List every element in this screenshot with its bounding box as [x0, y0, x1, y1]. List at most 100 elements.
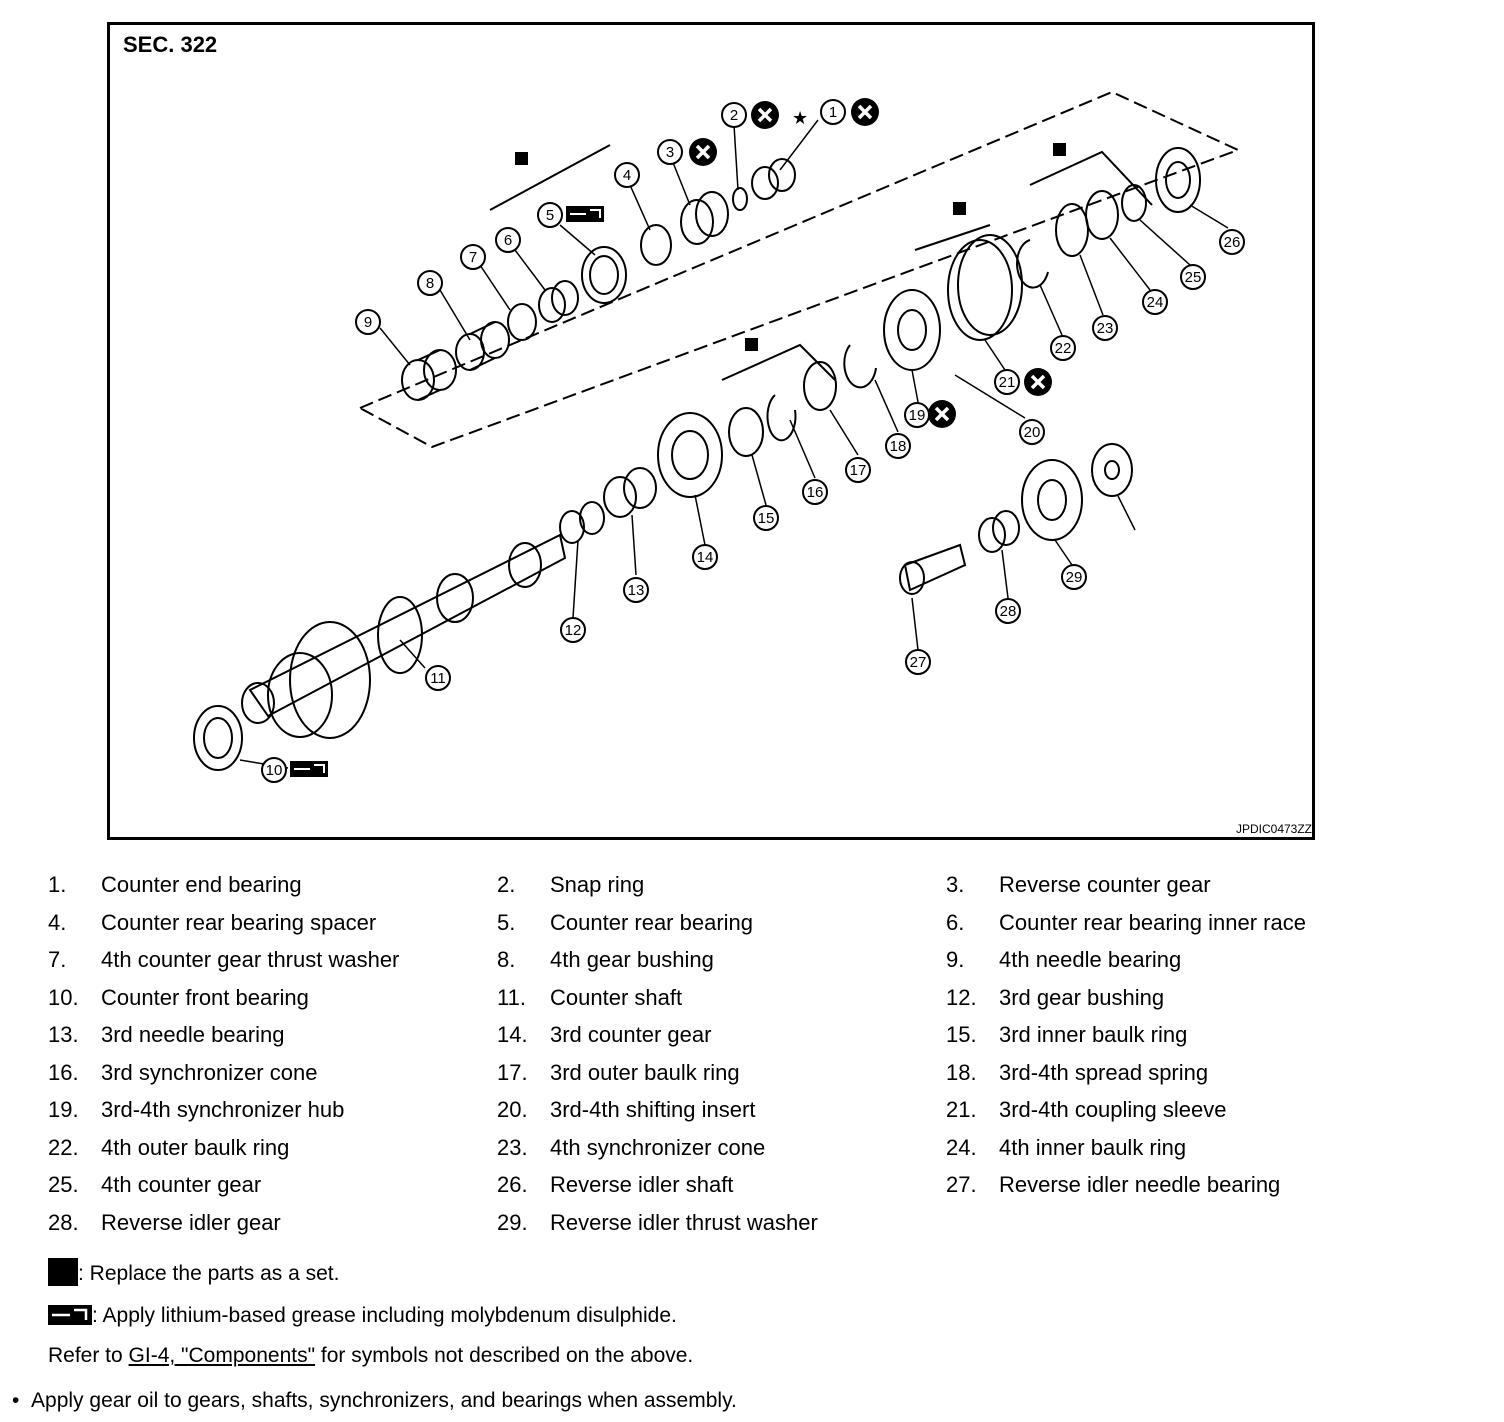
callout-number: 4 — [623, 167, 631, 184]
legend-part-name: 3rd needle bearing — [101, 1022, 285, 1047]
callout-bubble — [1180, 264, 1206, 290]
legend-part-name: Snap ring — [550, 872, 645, 897]
callout-number: 6 — [504, 232, 512, 249]
set-bracket-line — [721, 343, 836, 381]
set-square-icon — [515, 152, 528, 165]
set-square-icon — [953, 202, 966, 215]
grease-note: : Apply lithium-based grease including m… — [48, 1304, 677, 1328]
callout-number: 24 — [1147, 294, 1164, 311]
callout-number: 20 — [1024, 424, 1041, 441]
assembly-outline — [357, 90, 1241, 449]
legend-part-name: 4th synchronizer cone — [550, 1134, 766, 1160]
legend-part-name: Counter rear bearing spacer — [101, 909, 377, 935]
callout-bubble — [904, 402, 930, 428]
callout-number: 13 — [628, 582, 645, 599]
legend-part-name: Counter front bearing — [101, 984, 309, 1010]
legend-number: 14. — [497, 1022, 528, 1047]
do-not-reuse-icon — [851, 98, 879, 126]
callout-number: 5 — [546, 207, 554, 224]
callout-bubble — [560, 617, 586, 643]
callout-number: 1 — [829, 104, 837, 121]
callout-bubble — [425, 665, 451, 691]
legend-number: 18. — [946, 1059, 977, 1085]
callout-bubble — [1142, 289, 1168, 315]
do-not-reuse-icon — [689, 138, 717, 166]
callout-bubble — [417, 270, 443, 296]
callout-number: 2 — [730, 107, 738, 124]
callout-bubble — [753, 505, 779, 531]
bushing-12-shape — [559, 501, 605, 544]
set-bracket-line — [1029, 150, 1153, 206]
callout-bubble — [1061, 564, 1087, 590]
callout-number: 15 — [758, 510, 775, 527]
leader-lines — [239, 119, 1229, 769]
legend-number: 5. — [497, 909, 516, 935]
callout-number: 28 — [1000, 603, 1017, 620]
callout-bubble — [460, 244, 486, 270]
callout-bubble — [614, 162, 640, 188]
legend-number: 29. — [497, 1209, 528, 1235]
callout-bubble — [721, 102, 747, 128]
callout-group: 1234567891011121314151617181920212223242… — [261, 99, 1245, 783]
baulk-ring-22-shape — [1055, 203, 1089, 257]
legend-number: 26. — [497, 1172, 528, 1197]
legend-part-name: 3rd-4th coupling sleeve — [999, 1097, 1227, 1122]
set-note-text: : Replace the parts as a set. — [78, 1262, 340, 1285]
refer-note: Refer to GI-4, "Components" for symbols … — [48, 1344, 693, 1368]
legend-part-name: 4th outer baulk ring — [101, 1134, 290, 1160]
legend-number: 22. — [48, 1134, 79, 1160]
legend-part-name: 3rd-4th synchronizer hub — [101, 1097, 345, 1122]
legend-number: 13. — [48, 1022, 79, 1047]
thrust-washer-29-shape — [1091, 443, 1133, 497]
legend-number: 28. — [48, 1209, 79, 1235]
diagram-frame — [107, 22, 1315, 840]
callout-bubble — [802, 479, 828, 505]
legend-part-name: Reverse idler shaft — [550, 1172, 734, 1197]
reverse-counter-gear-3-shape — [680, 191, 729, 245]
coupling-sleeve-21-shape — [947, 234, 1023, 341]
set-bracket-line — [914, 224, 991, 251]
callout-bubble — [885, 433, 911, 459]
callout-number: 18 — [890, 438, 907, 455]
legend-part-name: 4th gear bushing — [550, 947, 714, 972]
set-square-icon — [1053, 143, 1066, 156]
callout-number: 3 — [666, 144, 674, 161]
callout-number: 7 — [469, 249, 477, 266]
set-square-icon — [745, 338, 758, 351]
components-link[interactable]: GI-4, "Components" — [128, 1344, 316, 1367]
legend-number: 10. — [48, 984, 79, 1010]
legend-part-name: 3rd-4th shifting insert — [550, 1097, 756, 1122]
set-square-icon — [48, 1258, 78, 1286]
callout-bubble — [495, 227, 521, 253]
legend-number: 11. — [497, 984, 526, 1010]
callout-number: 16 — [807, 484, 824, 501]
inner-race-6-shape — [538, 280, 579, 323]
end-bearing-1-shape — [751, 158, 796, 200]
legend-number: 1. — [48, 872, 67, 897]
legend-part-name: Reverse idler thrust washer — [550, 1209, 818, 1235]
reverse-idler-gear-28-shape — [1021, 459, 1083, 541]
callout-bubble — [820, 99, 846, 125]
legend-number: 16. — [48, 1059, 79, 1085]
callout-bubble — [845, 457, 871, 483]
do-not-reuse-icon — [928, 400, 956, 428]
legend-number: 7. — [48, 947, 67, 972]
synchronizer-hub-19-shape — [883, 289, 941, 371]
legend-part-name: Counter shaft — [550, 984, 683, 1010]
legend-part-name: Counter end bearing — [101, 872, 302, 897]
grease-note-text: : Apply lithium-based grease including m… — [92, 1304, 677, 1327]
exploded-view-diagram: ★ 12345678910111213141516171819202122232… — [193, 90, 1245, 783]
baulk-ring-24-shape — [1121, 184, 1147, 222]
callout-number: 25 — [1185, 269, 1202, 286]
legend-part-name: 3rd gear bushing — [999, 984, 1165, 1010]
idler-needle-bearing-27-shape — [978, 510, 1020, 553]
callout-bubble — [1050, 335, 1076, 361]
bullet-icon: • — [12, 1389, 20, 1412]
callout-bubble — [1219, 229, 1245, 255]
set-bracket-line — [489, 144, 611, 211]
legend-part-name: 3rd outer baulk ring — [550, 1059, 740, 1085]
baulk-ring-15-shape — [728, 407, 764, 457]
legend-number: 9. — [946, 947, 965, 972]
legend-part-name: 4th inner baulk ring — [999, 1134, 1187, 1160]
callout-number: 19 — [909, 407, 926, 424]
